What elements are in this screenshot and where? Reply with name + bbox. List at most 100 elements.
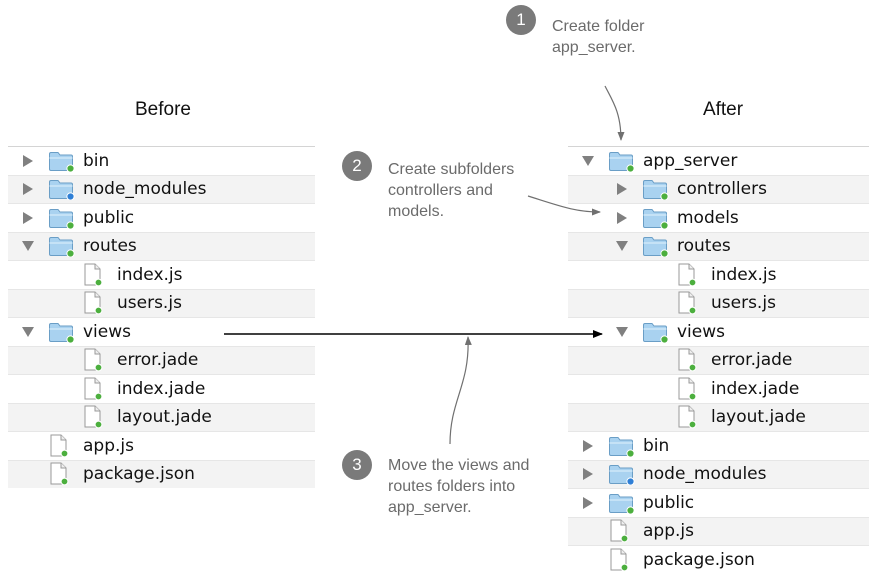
- tree-row[interactable]: app.js: [8, 431, 315, 460]
- file-icon: [48, 462, 76, 486]
- tree-row[interactable]: models: [568, 203, 869, 232]
- folder-name: bin: [643, 435, 670, 456]
- tree-row[interactable]: error.jade: [568, 345, 869, 374]
- file-icon: [676, 377, 704, 400]
- step-1-arrow: [604, 85, 625, 141]
- step-2-arrow: [527, 195, 601, 216]
- folder-icon: [608, 435, 636, 457]
- file-icon: [676, 348, 704, 372]
- folder-name: routes: [677, 236, 731, 256]
- folder-icon: [48, 321, 76, 343]
- step-1-badge: 1: [506, 5, 536, 35]
- file-name: layout.jade: [711, 407, 806, 427]
- tree-row[interactable]: package.json: [568, 545, 869, 574]
- file-name: index.jade: [711, 378, 800, 399]
- file-name: layout.jade: [117, 407, 212, 427]
- file-name: package.json: [83, 464, 195, 484]
- tree-row[interactable]: public: [8, 203, 315, 232]
- file-icon: [608, 519, 636, 543]
- disclosure-collapsed-icon[interactable]: [581, 467, 595, 481]
- tree-row[interactable]: app_server: [568, 146, 869, 175]
- step-3-note: Move the views and routes folders into a…: [388, 457, 530, 516]
- file-icon: [48, 434, 76, 457]
- disclosure-expanded-icon[interactable]: [21, 239, 35, 253]
- folder-name: node_modules: [643, 464, 767, 484]
- tree-row[interactable]: error.jade: [8, 345, 315, 374]
- tree-row[interactable]: index.js: [568, 260, 869, 289]
- folder-icon: [48, 150, 76, 172]
- folder-icon: [608, 150, 636, 172]
- folder-name: views: [83, 321, 132, 342]
- disclosure-expanded-icon[interactable]: [581, 154, 595, 168]
- file-name: app.js: [83, 435, 134, 456]
- folder-icon: [642, 178, 670, 200]
- file-name: error.jade: [711, 350, 793, 370]
- file-name: app.js: [643, 521, 694, 541]
- tree-row[interactable]: views: [568, 317, 869, 346]
- disclosure-collapsed-icon[interactable]: [615, 211, 629, 225]
- folder-name: public: [643, 492, 695, 513]
- disclosure-collapsed-icon[interactable]: [615, 182, 629, 196]
- tree-row[interactable]: users.js: [8, 288, 315, 317]
- tree-row[interactable]: views: [8, 317, 315, 346]
- disclosure-collapsed-icon[interactable]: [21, 182, 35, 196]
- file-icon: [676, 263, 704, 286]
- tree-row[interactable]: controllers: [568, 174, 869, 203]
- file-icon: [82, 263, 110, 286]
- file-icon: [82, 377, 110, 400]
- disclosure-collapsed-icon[interactable]: [21, 211, 35, 225]
- folder-name: node_modules: [83, 179, 207, 199]
- tree-row[interactable]: layout.jade: [8, 402, 315, 431]
- tree-row[interactable]: index.jade: [568, 374, 869, 403]
- tree-row[interactable]: package.json: [8, 459, 315, 488]
- file-icon: [82, 405, 110, 429]
- folder-name: views: [677, 321, 726, 342]
- disclosure-collapsed-icon[interactable]: [581, 439, 595, 453]
- tree-row[interactable]: node_modules: [8, 174, 315, 203]
- tree-row[interactable]: index.js: [8, 260, 315, 289]
- after-file-tree: app_server controllers models routes index.j…: [568, 146, 869, 574]
- tree-row[interactable]: public: [568, 488, 869, 517]
- tree-row[interactable]: index.jade: [8, 374, 315, 403]
- step-3-badge: 3: [342, 450, 372, 480]
- before-heading: Before: [135, 99, 191, 120]
- tree-row[interactable]: users.js: [568, 288, 869, 317]
- tree-row[interactable]: bin: [8, 146, 315, 175]
- file-icon: [676, 291, 704, 315]
- file-name: index.js: [117, 264, 183, 285]
- file-icon: [676, 405, 704, 429]
- disclosure-collapsed-icon[interactable]: [21, 154, 35, 168]
- tree-row[interactable]: routes: [8, 231, 315, 260]
- tree-row[interactable]: app.js: [568, 516, 869, 545]
- file-name: error.jade: [117, 350, 199, 370]
- disclosure-expanded-icon[interactable]: [21, 325, 35, 339]
- file-icon: [82, 348, 110, 372]
- folder-icon: [48, 207, 76, 229]
- file-icon: [608, 548, 636, 571]
- disclosure-collapsed-icon[interactable]: [581, 496, 595, 510]
- file-name: users.js: [117, 293, 182, 313]
- folder-name: controllers: [677, 179, 767, 199]
- file-icon: [82, 291, 110, 315]
- disclosure-expanded-icon[interactable]: [615, 325, 629, 339]
- folder-name: routes: [83, 236, 137, 256]
- folder-name: bin: [83, 150, 110, 171]
- file-name: index.js: [711, 264, 777, 285]
- tree-row[interactable]: node_modules: [568, 459, 869, 488]
- disclosure-expanded-icon[interactable]: [615, 239, 629, 253]
- folder-icon: [642, 207, 670, 229]
- tree-row[interactable]: layout.jade: [568, 402, 869, 431]
- folder-icon: [642, 321, 670, 343]
- folder-icon: [48, 235, 76, 257]
- folder-icon: [642, 235, 670, 257]
- tree-row[interactable]: bin: [568, 431, 869, 460]
- after-heading: After: [702, 99, 744, 120]
- tree-row[interactable]: routes: [568, 231, 869, 260]
- folder-name: models: [677, 207, 739, 228]
- file-name: package.json: [643, 549, 755, 570]
- folder-icon: [608, 463, 636, 485]
- file-name: index.jade: [117, 378, 206, 399]
- step-1-note: Create folder app_server.: [552, 18, 645, 56]
